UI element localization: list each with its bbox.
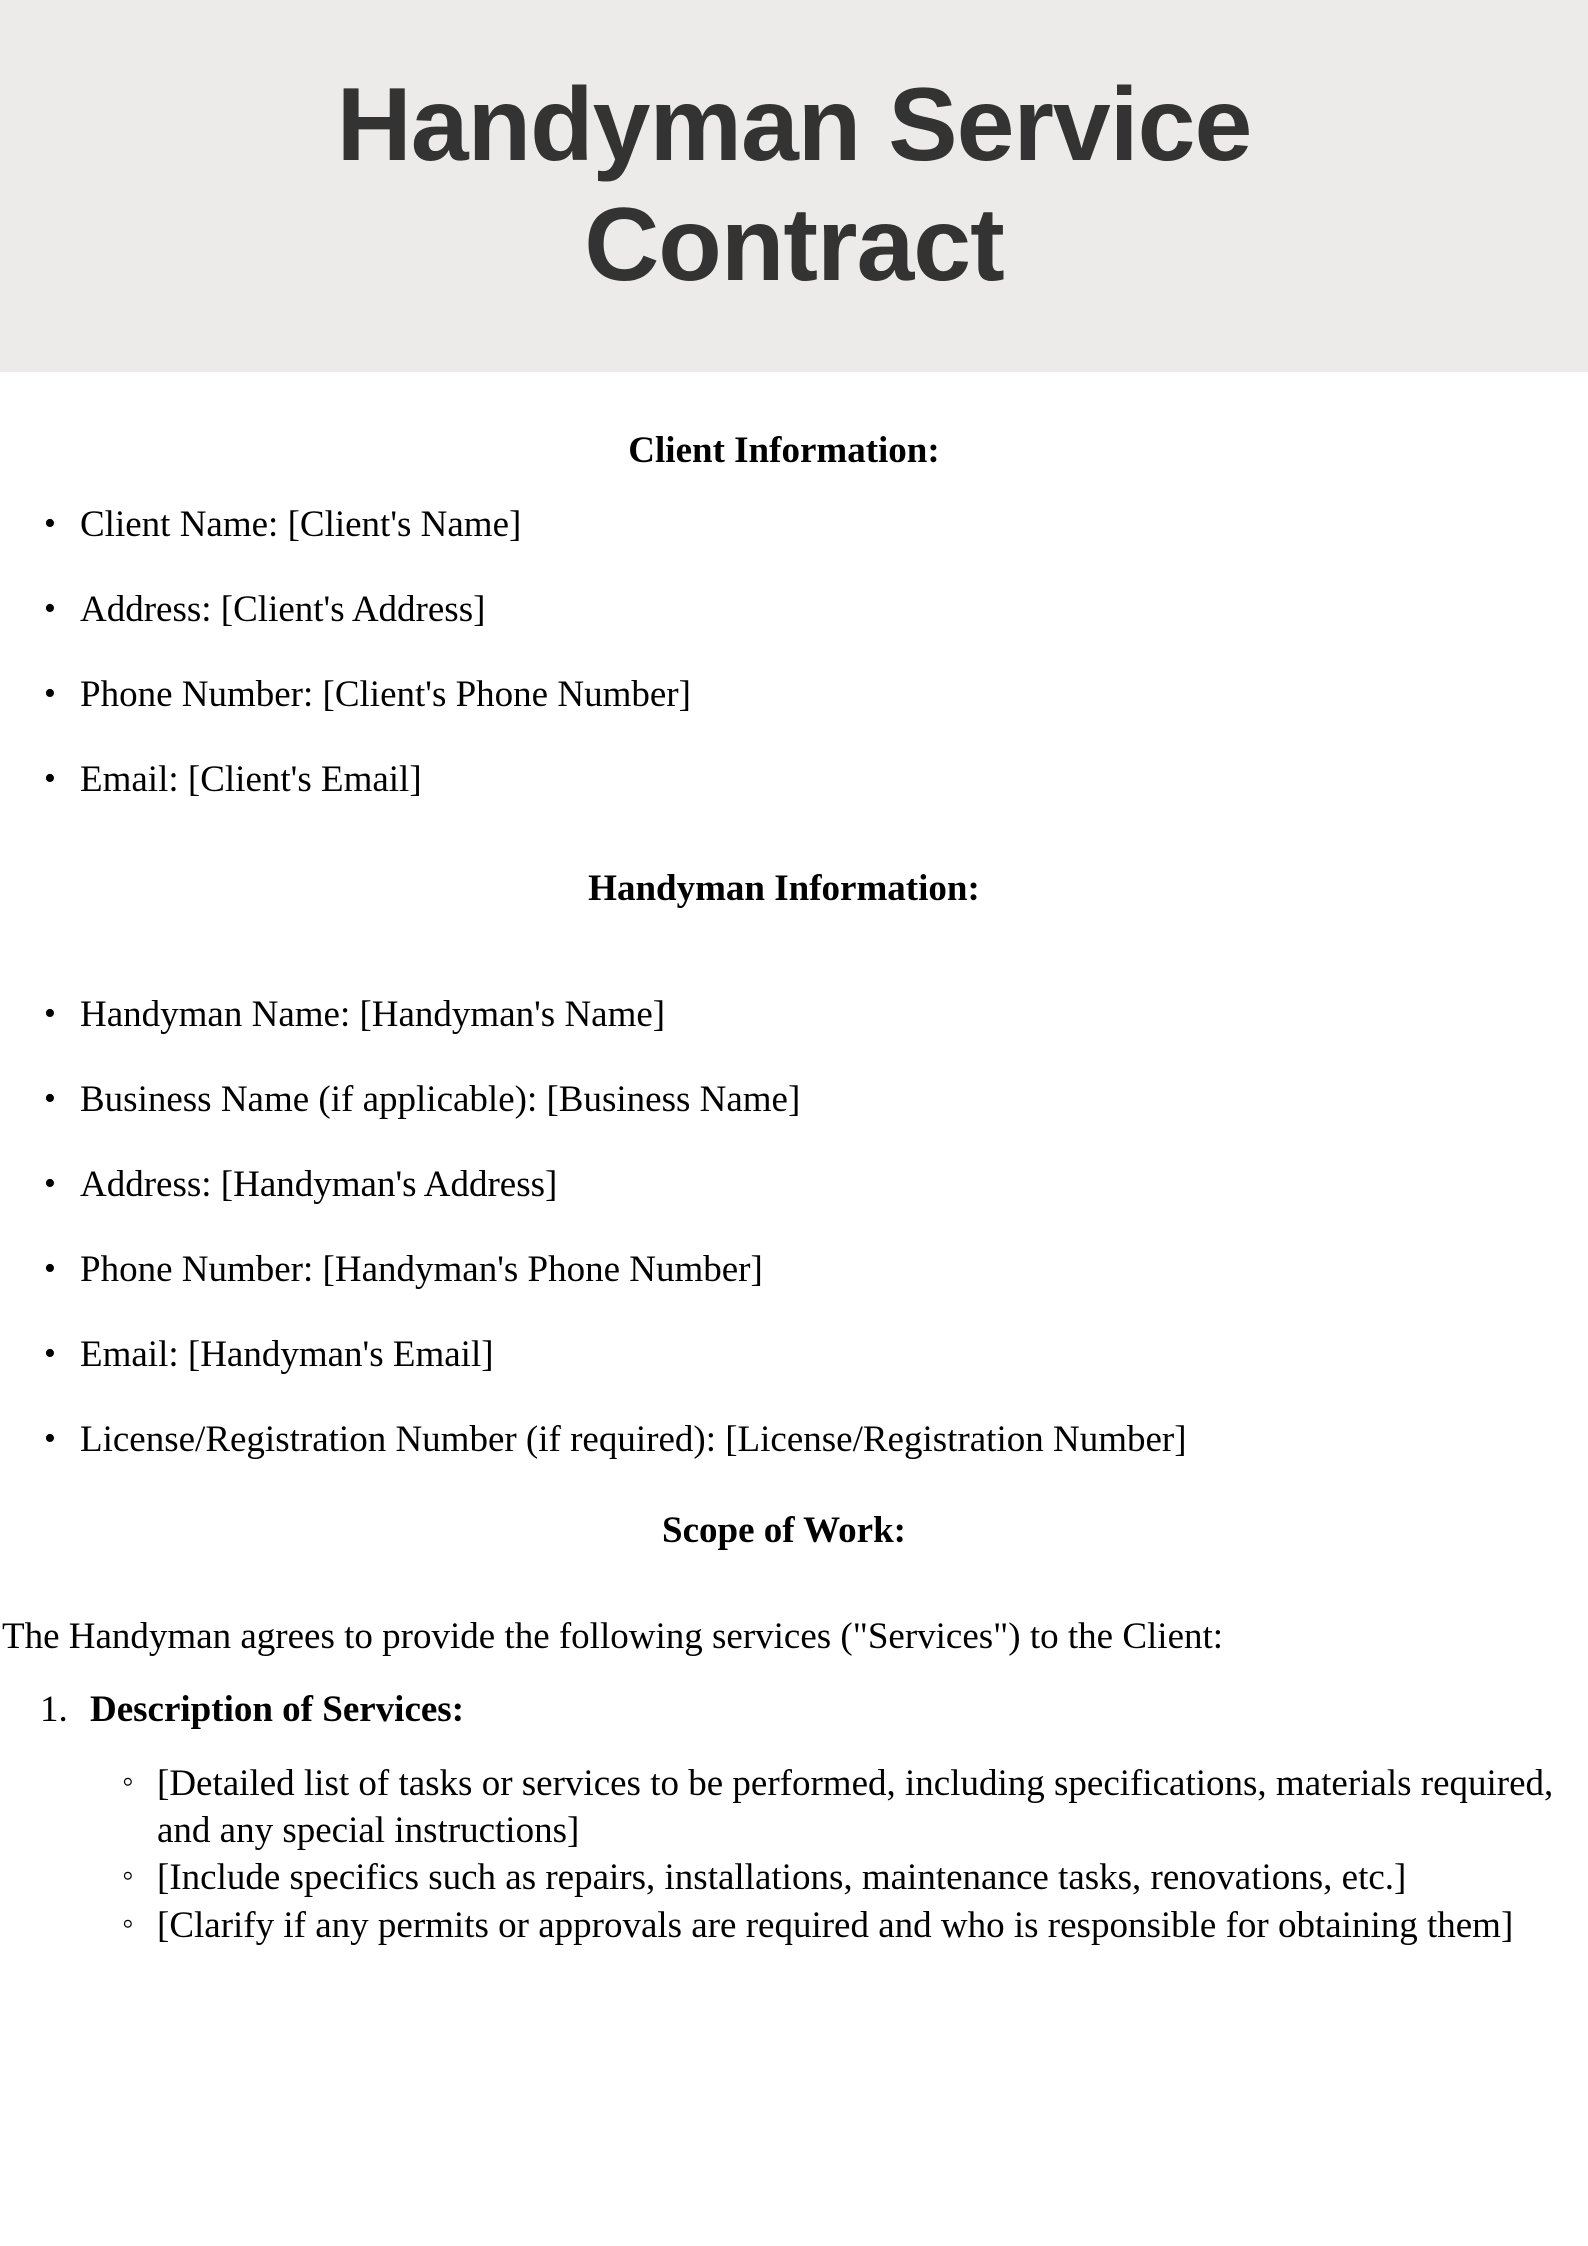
numbered-list-item: Description of Services: bbox=[2, 1687, 1566, 1734]
list-item: Phone Number: [Client's Phone Number] bbox=[2, 672, 1566, 719]
list-item: Email: [Client's Email] bbox=[2, 757, 1566, 804]
list-item: Phone Number: [Handyman's Phone Number] bbox=[2, 1247, 1566, 1294]
page-title: Handyman Service Contract bbox=[336, 66, 1253, 305]
list-item: Client Name: [Client's Name] bbox=[2, 502, 1566, 549]
handyman-information-list: Handyman Name: [Handyman's Name] Busines… bbox=[2, 992, 1566, 1464]
sublist-item: [Clarify if any permits or approvals are… bbox=[2, 1902, 1566, 1949]
spacer-after-client-heading bbox=[2, 476, 1566, 502]
spacer-before-subbullets bbox=[2, 1734, 1566, 1760]
section-heading-client-information: Client Information: bbox=[628, 430, 940, 471]
page-title-line-2: Contract bbox=[584, 187, 1005, 303]
list-item: License/Registration Number (if required… bbox=[2, 1417, 1566, 1464]
spacer-after-handyman-heading bbox=[2, 914, 1566, 992]
page-title-line-1: Handyman Service bbox=[336, 67, 1253, 184]
document-body: Client Information: Client Name: [Client… bbox=[0, 372, 1588, 1949]
sublist-item: [Include specifics such as repairs, inst… bbox=[2, 1854, 1566, 1901]
section-heading-scope-of-work: Scope of Work: bbox=[662, 1509, 906, 1551]
list-item: Email: [Handyman's Email] bbox=[2, 1332, 1566, 1379]
list-item: Address: [Client's Address] bbox=[2, 587, 1566, 634]
sublist-item: [Detailed list of tasks or services to b… bbox=[2, 1760, 1566, 1855]
client-information-list: Client Name: [Client's Name] Address: [C… bbox=[2, 502, 1566, 804]
scope-lead-paragraph: The Handyman agrees to provide the follo… bbox=[2, 1615, 1224, 1657]
scope-numbered-list: Description of Services: bbox=[2, 1687, 1566, 1734]
spacer-after-scope-heading bbox=[2, 1556, 1566, 1614]
list-item: Handyman Name: [Handyman's Name] bbox=[2, 992, 1566, 1039]
spacer-before-numbered-list bbox=[2, 1661, 1566, 1687]
list-item: Address: [Handyman's Address] bbox=[2, 1162, 1566, 1209]
description-of-services-sublist: [Detailed list of tasks or services to b… bbox=[2, 1760, 1566, 1949]
section-heading-handyman-information: Handyman Information: bbox=[588, 867, 980, 909]
document-header-band: Handyman Service Contract bbox=[0, 0, 1588, 372]
list-item: Business Name (if applicable): [Business… bbox=[2, 1077, 1566, 1124]
numbered-item-label: Description of Services: bbox=[90, 1688, 465, 1730]
